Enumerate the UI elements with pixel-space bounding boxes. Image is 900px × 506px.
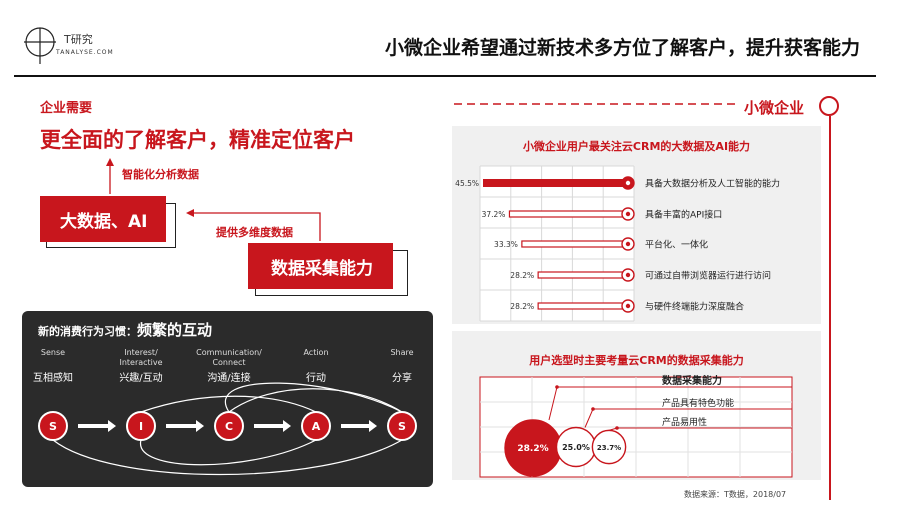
section-vertical-rule — [829, 116, 831, 500]
stage-circle — [301, 411, 331, 441]
chart1-icon-dot — [625, 241, 631, 247]
stage-letter: C — [225, 420, 233, 433]
chart2-leader-dot — [591, 407, 595, 411]
chart1-value-label: 28.2% — [510, 302, 534, 311]
chart2-value-label: 23.7% — [597, 444, 621, 452]
data-collection-box: 数据采集能力 — [248, 243, 393, 289]
page-title: 小微企业希望通过新技术多方位了解客户，提升获客能力 — [384, 37, 860, 59]
chart1-bar — [521, 240, 629, 248]
stage-english-label: Communication/Connect — [196, 348, 262, 367]
chart1-bar — [537, 271, 629, 279]
chart1-plot: 45.5% 具备大数据分析及人工智能的能力 37.2% 具备丰富的API接口 33.3%… — [455, 165, 780, 322]
flow-curve — [140, 395, 317, 413]
chart1-category-label: 具备大数据分析及人工智能的能力 — [645, 178, 780, 190]
stage-english-label: Sense — [40, 348, 66, 357]
chart1-icon-dot — [625, 211, 631, 217]
chart1-value-label: 45.5% — [455, 179, 479, 188]
chart2-plot: 28.2% 数据采集能力 25.0% 产品具有特色功能 23.7% 产品易用性 — [479, 374, 793, 478]
stage-chinese-label: 分享 — [392, 373, 412, 384]
stage-english-label: Action — [303, 348, 329, 357]
stage-circle — [214, 411, 244, 441]
header-divider — [14, 75, 876, 77]
left-arrow-line — [192, 212, 321, 241]
stage-english-label: Share — [390, 348, 414, 357]
behavior-title: 新的消费行为习惯：频繁的互动 — [38, 319, 212, 340]
stage-letter: S — [398, 420, 406, 433]
up-arrow-icon — [106, 158, 114, 166]
chart1-icon-dot — [625, 303, 631, 309]
needs-arrows — [106, 158, 321, 241]
multi-dimension-label: 提供多维度数据 — [216, 226, 293, 239]
flow-curve — [140, 439, 317, 466]
bigdata-ai-box: 大数据、AI — [40, 196, 166, 242]
chart2-value-label: 28.2% — [517, 444, 548, 454]
brand-logo: T研究 TANALYSE.COM — [22, 24, 162, 64]
chart1-bar — [508, 210, 629, 218]
chart1-category-label: 与硬件终端能力深度融合 — [645, 301, 744, 313]
stage-chinese-label: 沟通/连接 — [207, 373, 251, 384]
chart2-leader-dot — [555, 385, 559, 389]
behavior-panel: 新的消费行为习惯：频繁的互动 Sense 互相感知 Interest/Interac… — [22, 311, 433, 487]
flow-arrow-icon — [108, 420, 116, 432]
chart1-icon-dot — [625, 180, 631, 186]
stage-circle — [387, 411, 417, 441]
chart1-value-label: 28.2% — [510, 271, 534, 280]
flow-arrow-icon — [283, 420, 291, 432]
needs-headline: 更全面的了解客户，精准定位客户 — [40, 128, 355, 152]
section-dash-line — [454, 103, 738, 105]
stage-chinese-label: 兴趣/互动 — [119, 373, 163, 384]
left-arrow-icon — [186, 209, 194, 217]
brand-name: T研究 — [64, 33, 93, 46]
smart-analysis-label: 智能化分析数据 — [122, 168, 199, 181]
flow-arrow-icon — [369, 420, 377, 432]
chart1-category-label: 可通过自带浏览器运行进行访问 — [645, 270, 771, 282]
stage-chinese-label: 行动 — [306, 373, 326, 384]
chart1-icon-dot — [625, 272, 631, 278]
chart1-bar — [483, 179, 628, 187]
flow-curve — [228, 388, 403, 413]
chart2-category-label: 产品易用性 — [662, 416, 707, 428]
section-title: 小微企业 — [744, 99, 805, 117]
chart2-title: 用户选型时主要考量云CRM的数据采集能力 — [529, 354, 744, 367]
chart1-value-label: 37.2% — [482, 210, 506, 219]
flow-curve — [225, 382, 403, 413]
section-circle-icon — [819, 96, 839, 116]
chart1-bar — [537, 302, 629, 310]
behavior-title-strong: 频繁的互动 — [137, 321, 213, 339]
chart1-title: 小微企业用户最关注云CRM的大数据及AI能力 — [522, 140, 751, 153]
flow-curve — [52, 439, 403, 476]
stage-chinese-label: 互相感知 — [33, 373, 73, 384]
data-source: 数据来源：T数据，2018/07 — [684, 490, 787, 499]
chart2-value-label: 25.0% — [562, 443, 590, 452]
stage-letter: I — [139, 420, 143, 433]
stage-letter: A — [312, 420, 321, 433]
chart2-leader-dot — [615, 426, 619, 430]
chart1-category-label: 平台化、一体化 — [645, 239, 708, 251]
chart2-category-label: 数据采集能力 — [662, 374, 722, 387]
brand-subtitle: TANALYSE.COM — [56, 49, 114, 56]
flow-arrow-icon — [196, 420, 204, 432]
stage-circle — [126, 411, 156, 441]
chart1-value-label: 33.3% — [494, 240, 518, 249]
needs-label: 企业需要 — [40, 101, 93, 116]
chart1-category-label: 具备丰富的API接口 — [645, 209, 722, 221]
logo-mark-icon — [24, 27, 56, 64]
stage-circle — [38, 411, 68, 441]
stage-letter: S — [49, 420, 57, 433]
behavior-title-prefix: 新的消费行为习惯： — [38, 325, 137, 338]
chart2-bubble — [591, 429, 627, 465]
stage-english-label: Interest/Interactive — [119, 348, 163, 367]
chart2-category-label: 产品具有特色功能 — [662, 397, 734, 409]
